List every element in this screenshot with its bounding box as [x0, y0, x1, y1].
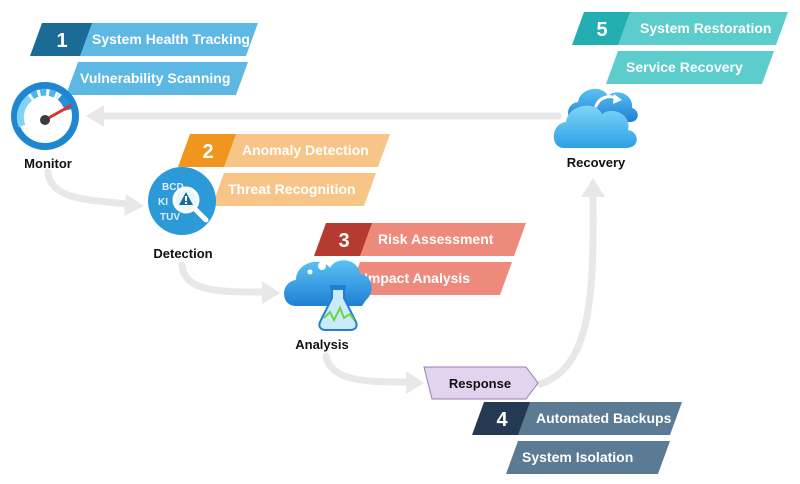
step-2-item-2-banner: [212, 173, 376, 206]
arrow-head: [124, 194, 144, 216]
step-2-item-1-banner: [224, 134, 390, 167]
svg-text:TUV: TUV: [160, 212, 180, 223]
detection-label: Detection: [153, 246, 212, 261]
step-5-item-1-banner: [618, 12, 788, 45]
svg-text:KI: KI: [158, 197, 168, 208]
step-1-item-2: Vulnerability Scanning: [80, 70, 230, 86]
recovery-node: Recovery: [553, 88, 638, 170]
step-2-group: 2 Anomaly Detection Threat Recognition: [178, 134, 390, 206]
step-4-number: 4: [496, 409, 508, 431]
step-2-item-2: Threat Recognition: [228, 181, 356, 197]
step-5-item-1: System Restoration: [640, 20, 771, 36]
step-2-item-1: Anomaly Detection: [242, 142, 369, 158]
step-3-item-2-banner: [348, 262, 512, 295]
step-1-group: 1 System Health Tracking Vulnerability S…: [30, 23, 258, 95]
threat-search-icon: BCD KI TUV: [148, 167, 216, 235]
cloud-refresh-icon: [553, 88, 638, 148]
step-4-item-2-banner: [506, 441, 670, 474]
step-3-number-badge: [314, 223, 374, 256]
step-4-group: 4 Automated Backups System Isolation: [472, 402, 682, 474]
step-3-item-1-banner: [360, 223, 526, 256]
step-3-item-1: Risk Assessment: [378, 231, 494, 247]
step-3-group: 3 Risk Assessment Impact Analysis: [314, 223, 526, 295]
connector-detection-to-analysis: [178, 261, 280, 304]
step-1-number-badge: [30, 23, 94, 56]
connector-response-to-recovery: [536, 178, 605, 388]
arrow-head: [86, 105, 104, 127]
cloud-flask-icon: [284, 260, 372, 331]
step-4-number-badge: [472, 402, 532, 435]
monitor-node: Monitor: [11, 82, 79, 171]
response-node: Response: [423, 366, 539, 400]
step-5-number-badge: [572, 12, 632, 45]
step-5-item-2: Service Recovery: [626, 59, 743, 75]
step-4-item-1: Automated Backups: [536, 410, 672, 426]
response-label: Response: [449, 376, 511, 391]
arrow-head: [581, 178, 605, 197]
connector-analysis-to-response: [322, 352, 424, 394]
step-1-item-1-banner: [80, 23, 258, 56]
recovery-label: Recovery: [567, 155, 626, 170]
step-1-number: 1: [56, 30, 67, 52]
connector-recovery-to-monitor: [86, 105, 562, 127]
step-1-item-1: System Health Tracking: [92, 31, 250, 47]
step-4-item-1-banner: [518, 402, 682, 435]
step-2-number-badge: [178, 134, 238, 167]
analysis-label: Analysis: [295, 337, 348, 352]
monitor-label: Monitor: [24, 156, 72, 171]
step-5-group: 5 System Restoration Service Recovery: [572, 12, 788, 84]
speedometer-icon: [11, 82, 79, 150]
step-5-number: 5: [596, 19, 607, 41]
analysis-node: Analysis: [284, 260, 372, 352]
svg-text:BCD: BCD: [162, 182, 184, 193]
step-3-item-2: Impact Analysis: [364, 270, 470, 286]
step-2-number: 2: [202, 141, 213, 163]
response-chevron: [423, 366, 539, 400]
arrow-head: [262, 281, 280, 304]
step-5-item-2-banner: [606, 51, 774, 84]
arrow-head: [406, 371, 424, 394]
detection-node: BCD KI TUV Detection: [148, 167, 216, 261]
connector-monitor-to-detection: [44, 168, 144, 216]
step-3-number: 3: [338, 230, 349, 252]
step-4-item-2: System Isolation: [522, 449, 633, 465]
step-1-item-2-banner: [66, 62, 248, 95]
